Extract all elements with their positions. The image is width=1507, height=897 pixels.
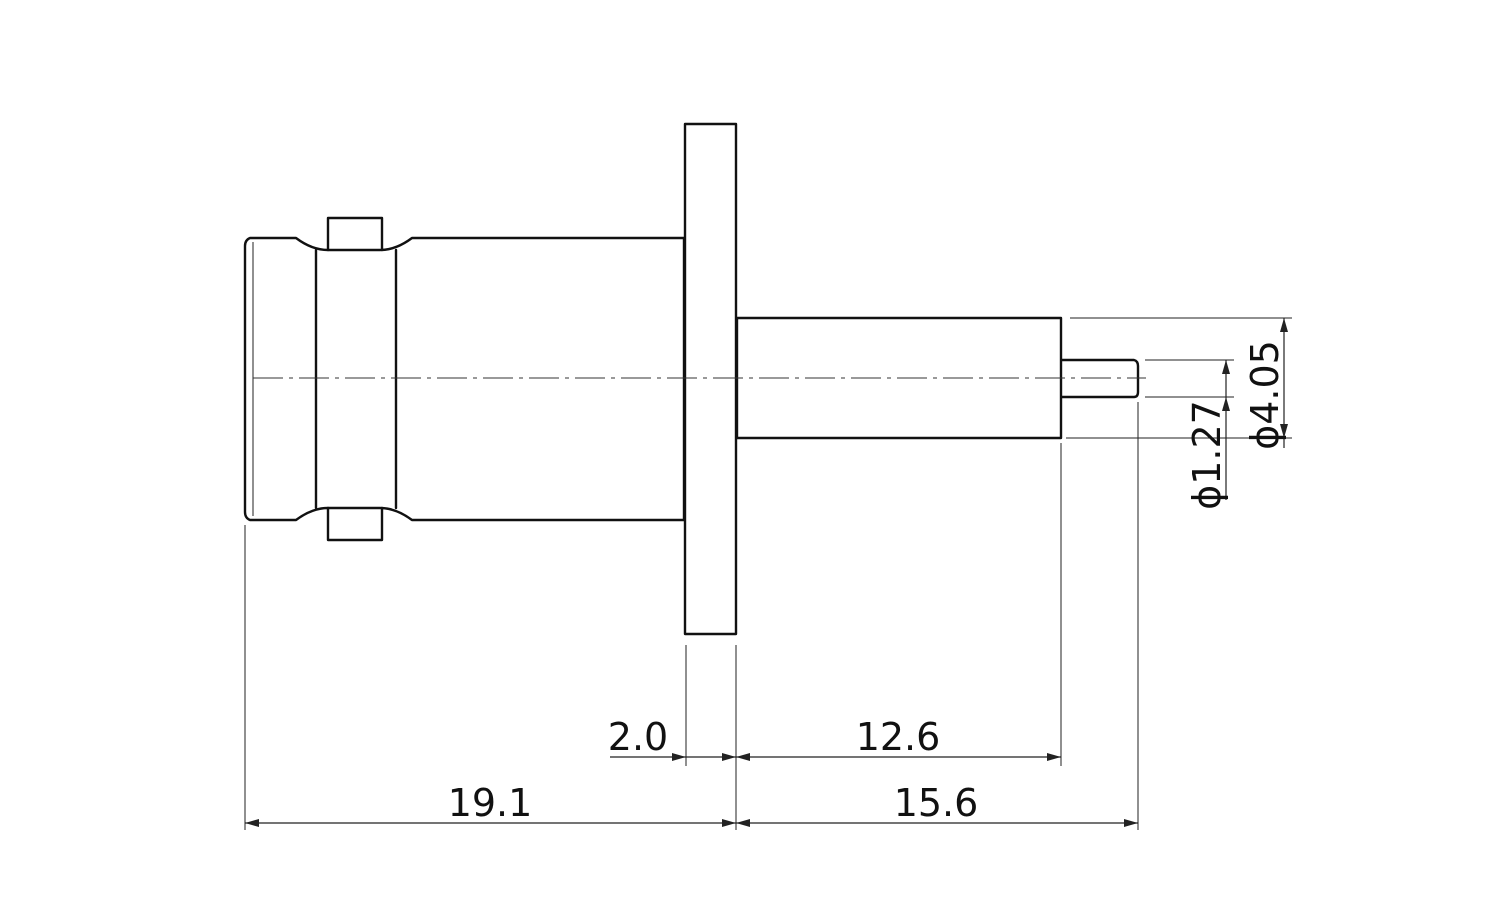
mounting-flange — [683, 122, 738, 636]
label-rear-body-length: 12.6 — [856, 715, 941, 759]
dim-flange-arrow-left — [672, 753, 686, 761]
dimension-lines — [245, 318, 1288, 827]
dim-front-arrow-left — [245, 819, 259, 827]
dim-flange-arrow-right — [722, 753, 736, 761]
extension-lines — [244, 317, 1292, 830]
dim-rear-total-arrow-left — [736, 819, 750, 827]
dim-pin-dia-arrow-top — [1222, 360, 1230, 374]
bayonet-body-outline — [243, 236, 686, 522]
bayonet-stud-top — [326, 216, 384, 252]
connector-body — [243, 122, 1146, 636]
label-rear-total-length: 15.6 — [894, 781, 979, 825]
contact-pin — [1060, 358, 1140, 399]
dim-rear-body-arrow-right — [1047, 753, 1061, 761]
dim-body-dia-arrow-top — [1280, 318, 1288, 332]
label-body-diameter: ϕ4.05 — [1243, 340, 1287, 450]
dim-body-dia-arrow-bottom — [1280, 424, 1288, 438]
dim-rear-body-arrow-left — [736, 753, 750, 761]
dim-rear-total-arrow-right — [1124, 819, 1138, 827]
label-pin-diameter: ϕ1.27 — [1185, 400, 1229, 510]
bayonet-stud-bottom — [326, 506, 384, 542]
label-front-length: 19.1 — [448, 781, 533, 825]
dimension-labels: 2.0 12.6 19.1 15.6 ϕ1.27 ϕ4.05 — [448, 340, 1287, 825]
dim-front-arrow-right — [722, 819, 736, 827]
label-flange-thickness: 2.0 — [608, 715, 668, 759]
dim-pin-dia-arrow-bottom — [1222, 397, 1230, 411]
